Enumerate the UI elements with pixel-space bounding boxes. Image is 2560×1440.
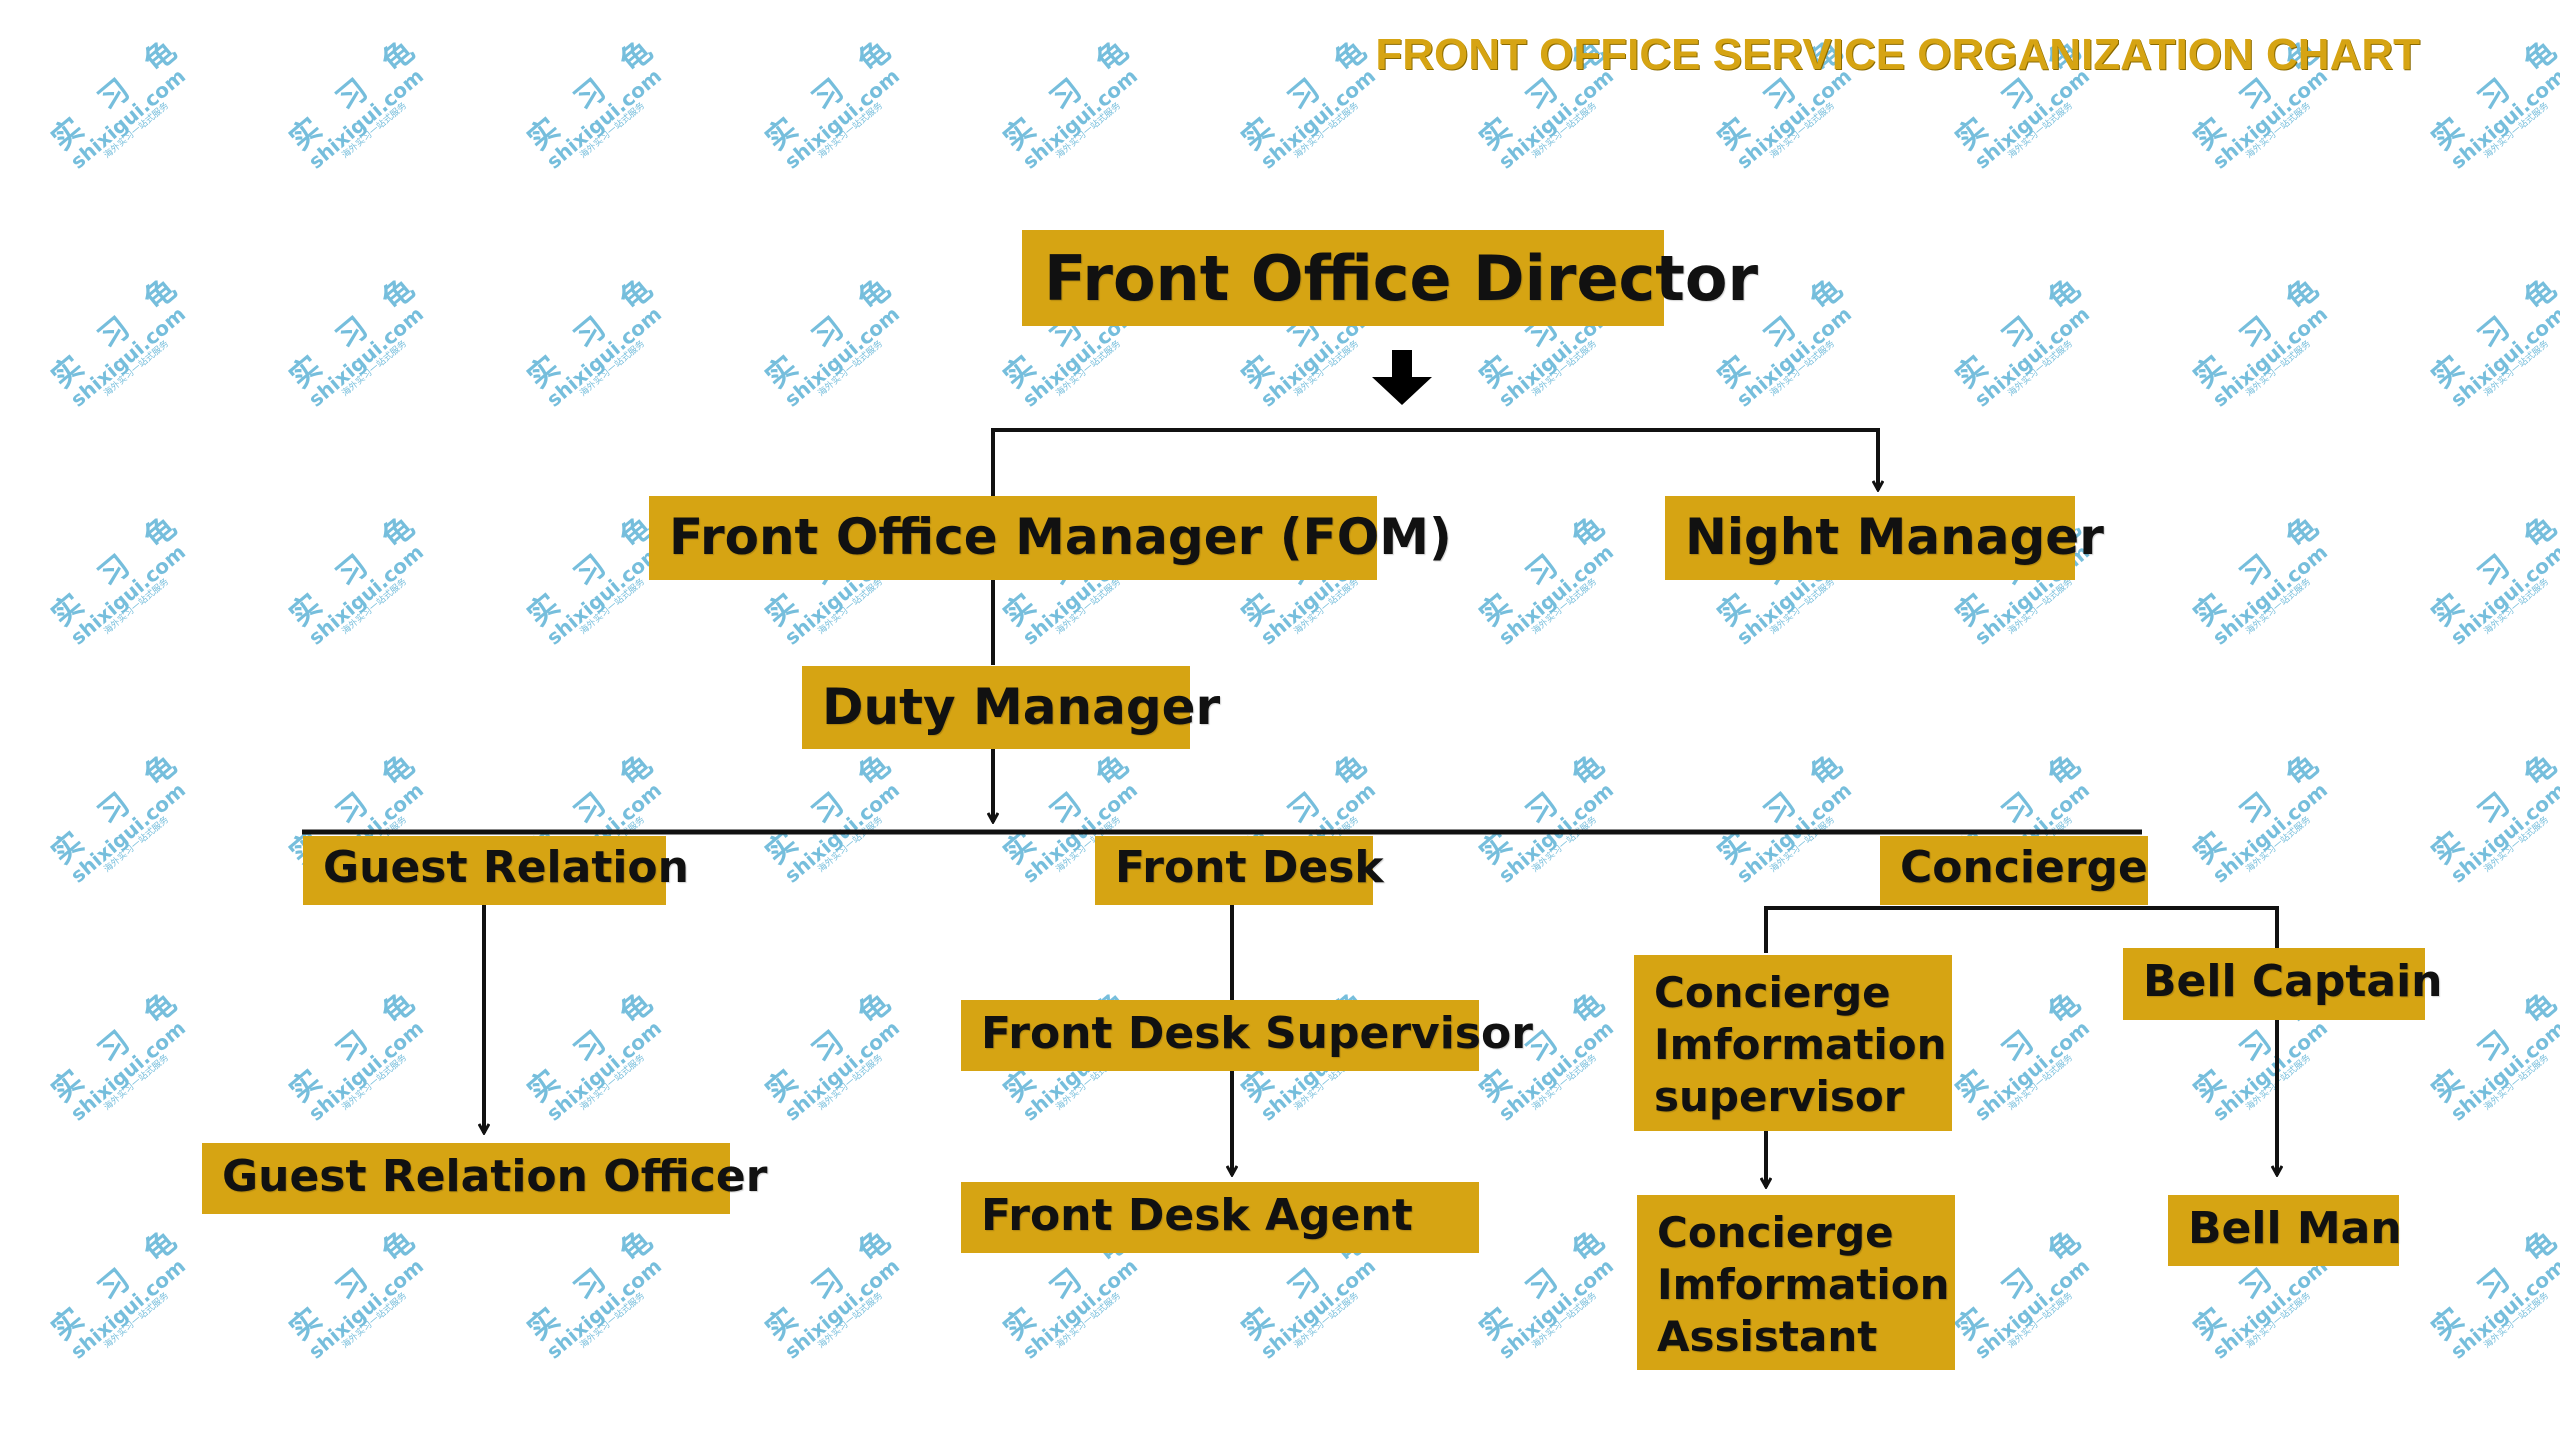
node-label: Front Desk Supervisor	[981, 1008, 1533, 1059]
node-label: Bell Captain	[2143, 956, 2443, 1007]
node-guest-relation: Guest Relation	[303, 836, 689, 905]
node-label: Guest Relation Officer	[222, 1151, 768, 1202]
node-concierge-information-assistant: Concierge Imformation Assistant	[1637, 1195, 1955, 1370]
connector-director-to-managers	[991, 428, 1878, 496]
concierge-split-line	[1764, 906, 2279, 953]
node-label: Front Desk Agent	[981, 1190, 1413, 1241]
node-label: Bell Man	[2188, 1203, 2402, 1254]
node-concierge-information-supervisor: Concierge Imformation supervisor	[1634, 955, 1952, 1131]
node-label: Duty Manager	[822, 678, 1221, 736]
node-label: Concierge Imformation Assistant	[1657, 1208, 1950, 1361]
node-label: Front Office Manager (FOM)	[669, 508, 1452, 566]
node-bell-captain: Bell Captain	[2123, 948, 2443, 1020]
node-label: Guest Relation	[323, 842, 689, 893]
node-front-desk: Front Desk	[1095, 836, 1384, 905]
chart-title: FRONT OFFICE SERVICE ORGANIZATION CHART	[1375, 30, 2420, 79]
director-down-arrow-icon	[1372, 350, 1432, 405]
node-front-desk-agent: Front Desk Agent	[961, 1182, 1479, 1253]
node-label: Concierge	[1900, 842, 2148, 893]
node-night-manager: Night Manager	[1665, 496, 2104, 580]
node-guest-relation-officer: Guest Relation Officer	[202, 1143, 768, 1214]
node-label: Night Manager	[1685, 508, 2104, 566]
node-label: Front Office Director	[1044, 242, 1759, 315]
node-label: Concierge Imformation supervisor	[1654, 968, 1947, 1121]
node-front-office-manager: Front Office Manager (FOM)	[649, 496, 1452, 580]
node-front-office-director: Front Office Director	[1022, 230, 1759, 326]
node-front-desk-supervisor: Front Desk Supervisor	[961, 1000, 1533, 1071]
node-label: Front Desk	[1115, 842, 1384, 893]
node-concierge: Concierge	[1880, 836, 2148, 905]
node-duty-manager: Duty Manager	[802, 666, 1221, 749]
node-bell-man: Bell Man	[2168, 1195, 2402, 1266]
